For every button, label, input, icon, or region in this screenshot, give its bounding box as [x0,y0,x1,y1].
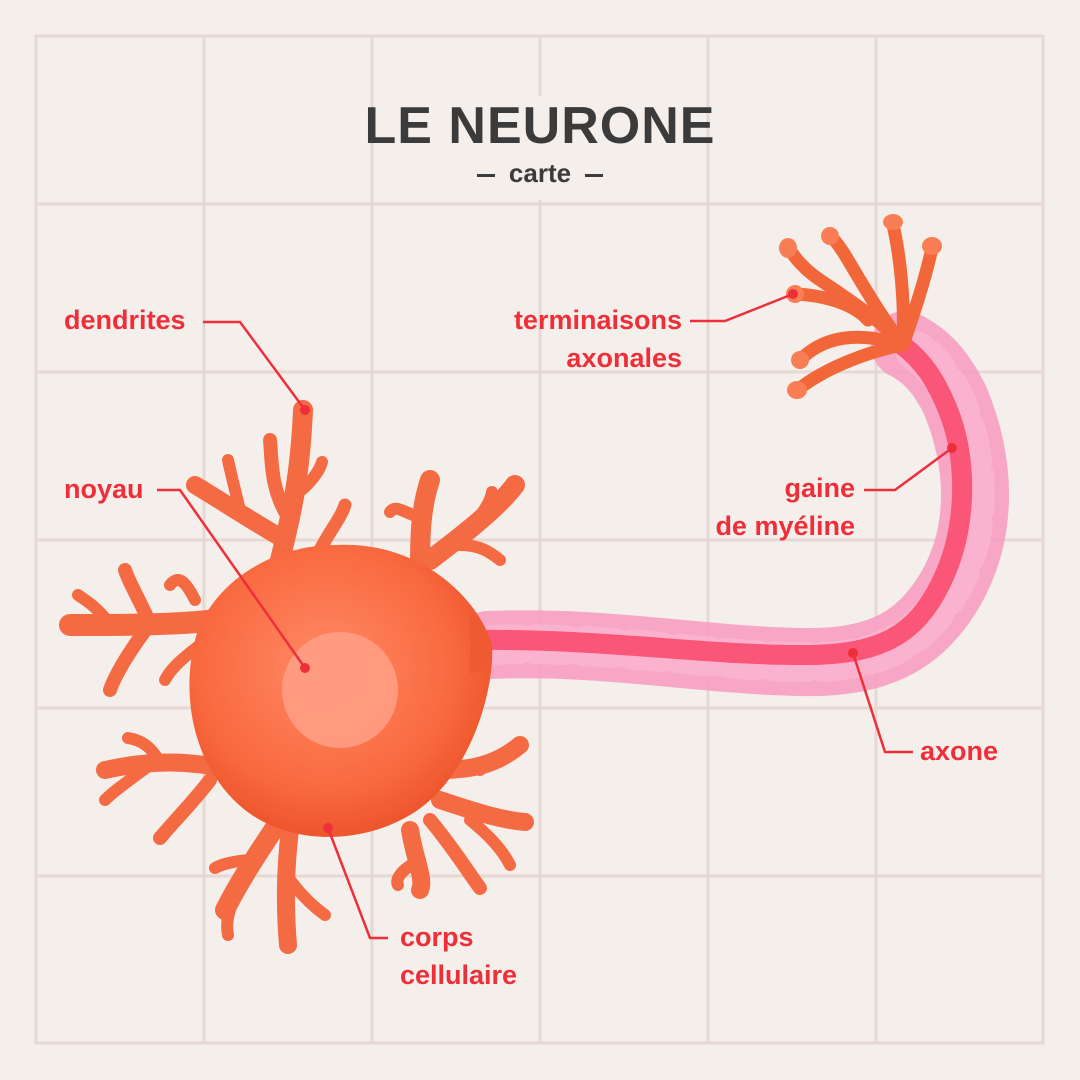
label-dendrites-text: dendrites [64,305,186,335]
label-corps-line2: cellulaire [400,956,517,994]
label-gaine-line2: de myéline [715,507,855,545]
subtitle-dash-right [585,174,603,177]
page-title: LE NEURONE [0,96,1080,156]
label-gaine-de-myeline: gaine de myéline [715,469,855,545]
label-corps-cellulaire: corps cellulaire [400,918,517,994]
label-noyau: noyau [64,470,144,508]
subtitle-dash-left [477,174,495,177]
label-dendrites: dendrites [64,301,186,339]
nucleus [282,632,398,748]
label-terminaisons-axonales: terminaisons axonales [514,301,682,377]
page-subtitle: carte [0,158,1080,189]
subtitle-text: carte [509,158,571,188]
label-axone: axone [920,732,998,770]
label-gaine-line1: gaine [715,469,855,507]
label-terminaisons-line1: terminaisons [514,301,682,339]
label-terminaisons-line2: axonales [514,339,682,377]
label-axone-text: axone [920,736,998,766]
label-corps-line1: corps [400,918,517,956]
label-noyau-text: noyau [64,474,144,504]
